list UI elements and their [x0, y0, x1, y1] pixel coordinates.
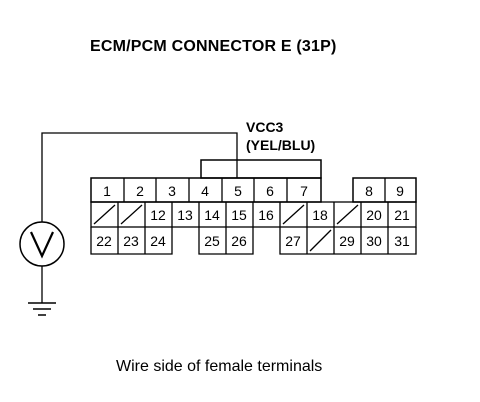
terminal-5: 5 — [234, 183, 242, 199]
terminal-8: 8 — [365, 183, 373, 199]
terminal-30: 30 — [366, 233, 382, 249]
terminal-14: 14 — [204, 207, 220, 223]
terminal-23: 23 — [123, 233, 139, 249]
terminal-20: 20 — [366, 207, 382, 223]
diagram-caption: Wire side of female terminals — [116, 358, 323, 375]
terminal-18: 18 — [312, 207, 328, 223]
ground-icon — [28, 302, 56, 316]
terminal-16: 16 — [258, 207, 274, 223]
terminal-2: 2 — [136, 183, 144, 199]
terminal-4: 4 — [201, 183, 209, 199]
terminal-1: 1 — [103, 183, 111, 199]
terminal-13: 13 — [177, 207, 193, 223]
terminal-12: 12 — [150, 207, 166, 223]
diagram-title: ECM/PCM CONNECTOR E (31P) — [90, 38, 337, 55]
terminal-7: 7 — [300, 183, 308, 199]
terminal-24: 24 — [150, 233, 166, 249]
terminal-grid — [90, 178, 417, 255]
terminal-27: 27 — [285, 233, 301, 249]
terminal-31: 31 — [394, 233, 410, 249]
terminal-25: 25 — [204, 233, 220, 249]
signal-name-label: VCC3 — [246, 119, 284, 135]
probe-lead-wire — [41, 132, 238, 303]
terminal-6: 6 — [266, 183, 274, 199]
wire-color-label: (YEL/BLU) — [246, 137, 316, 153]
terminal-15: 15 — [231, 207, 247, 223]
terminal-9: 9 — [396, 183, 404, 199]
terminal-22: 22 — [96, 233, 112, 249]
voltmeter-icon — [19, 221, 65, 267]
terminal-29: 29 — [339, 233, 355, 249]
terminal-21: 21 — [394, 207, 410, 223]
terminal-3: 3 — [168, 183, 176, 199]
terminal-26: 26 — [231, 233, 247, 249]
